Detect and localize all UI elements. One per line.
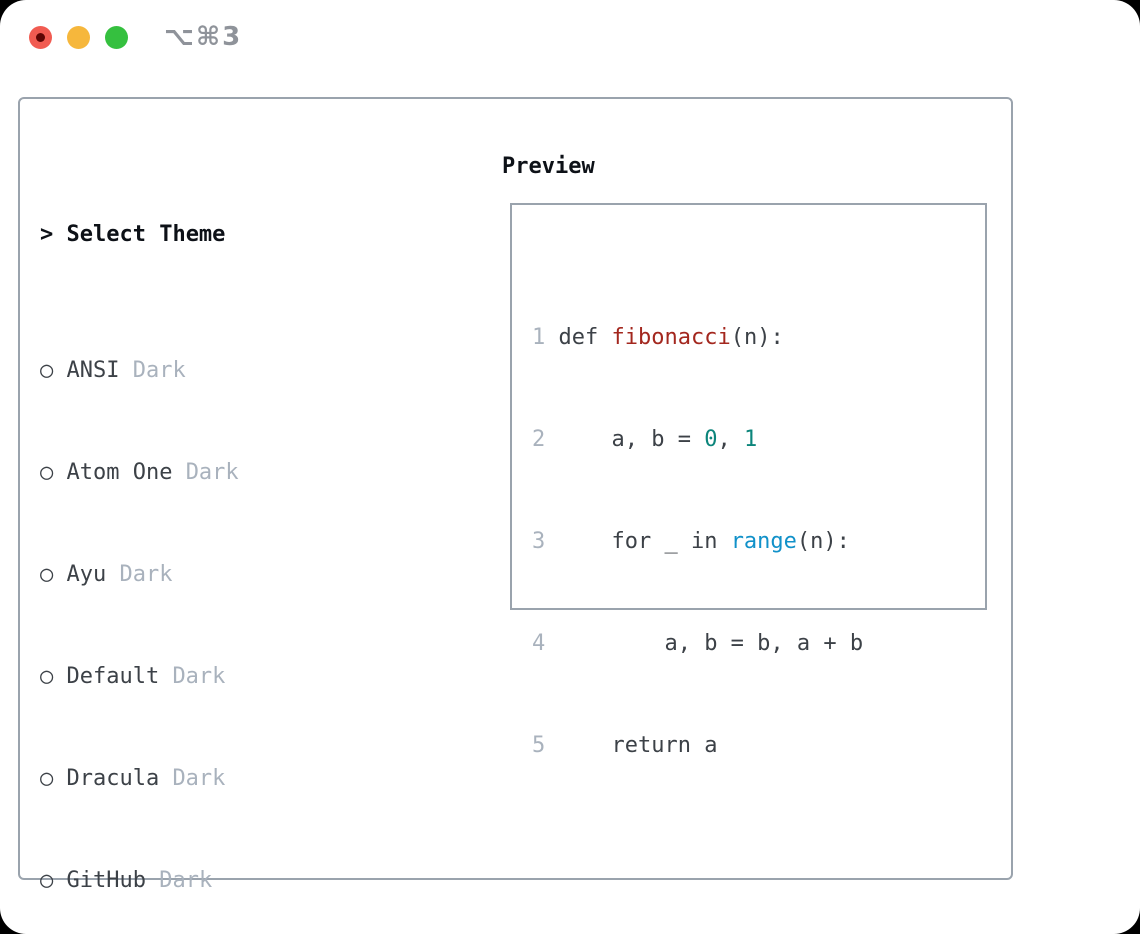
code-line [532,831,929,865]
radio-icon: ○ [40,868,54,893]
radio-icon: ○ [40,766,54,791]
window-title: ⌥⌘3 [164,22,243,52]
radio-icon: ○ [40,664,54,689]
code-preview: 1 def fibonacci(n): 2 a, b = 0, 1 3 for … [532,253,929,934]
code-line: 4 a, b = b, a + b [532,631,864,656]
code-line: 2 a, b = 0, 1 [532,427,758,452]
preview-title: Preview [502,154,595,179]
preview-box: 1 def fibonacci(n): 2 a, b = 0, 1 3 for … [510,203,987,758]
select-theme-title: Select Theme [66,222,226,247]
minimize-button-icon[interactable] [67,26,90,49]
code-line: 5 return a [532,733,718,758]
select-theme-header: > Select Theme [40,218,411,252]
close-button-icon[interactable] [29,26,52,49]
code-line: 3 for _ in range(n): [532,529,850,554]
prompt-icon: > [40,222,54,247]
zoom-button-icon[interactable] [105,26,128,49]
radio-icon: ○ [40,460,54,485]
code-line: 1 def fibonacci(n): [532,325,784,350]
radio-icon: ○ [40,358,54,383]
titlebar: ⌥⌘3 [0,0,1140,74]
radio-icon: ○ [40,562,54,587]
